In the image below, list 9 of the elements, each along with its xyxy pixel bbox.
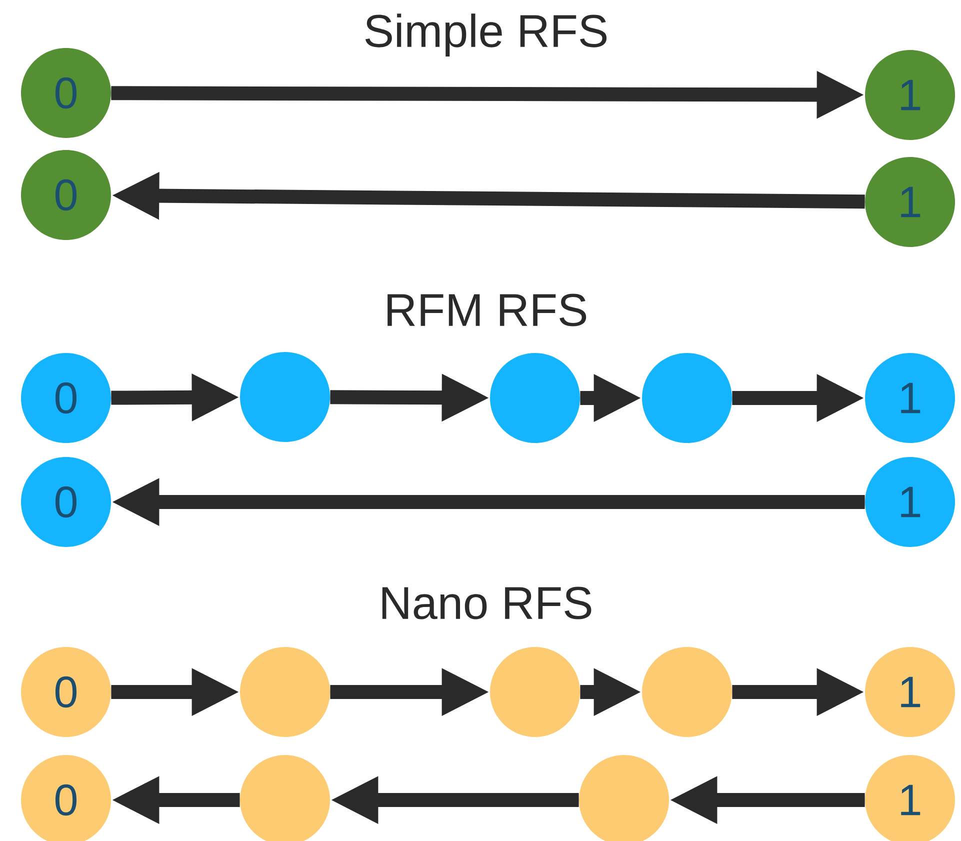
circle	[642, 647, 732, 737]
heading: Simple RFS	[365, 14, 607, 56]
circle	[240, 647, 330, 737]
heading: RFM RFS	[388, 294, 586, 326]
circle	[490, 353, 580, 443]
heading: Nano RFS	[382, 586, 592, 620]
circle	[490, 647, 580, 737]
circle	[240, 352, 330, 442]
circle	[642, 353, 732, 443]
